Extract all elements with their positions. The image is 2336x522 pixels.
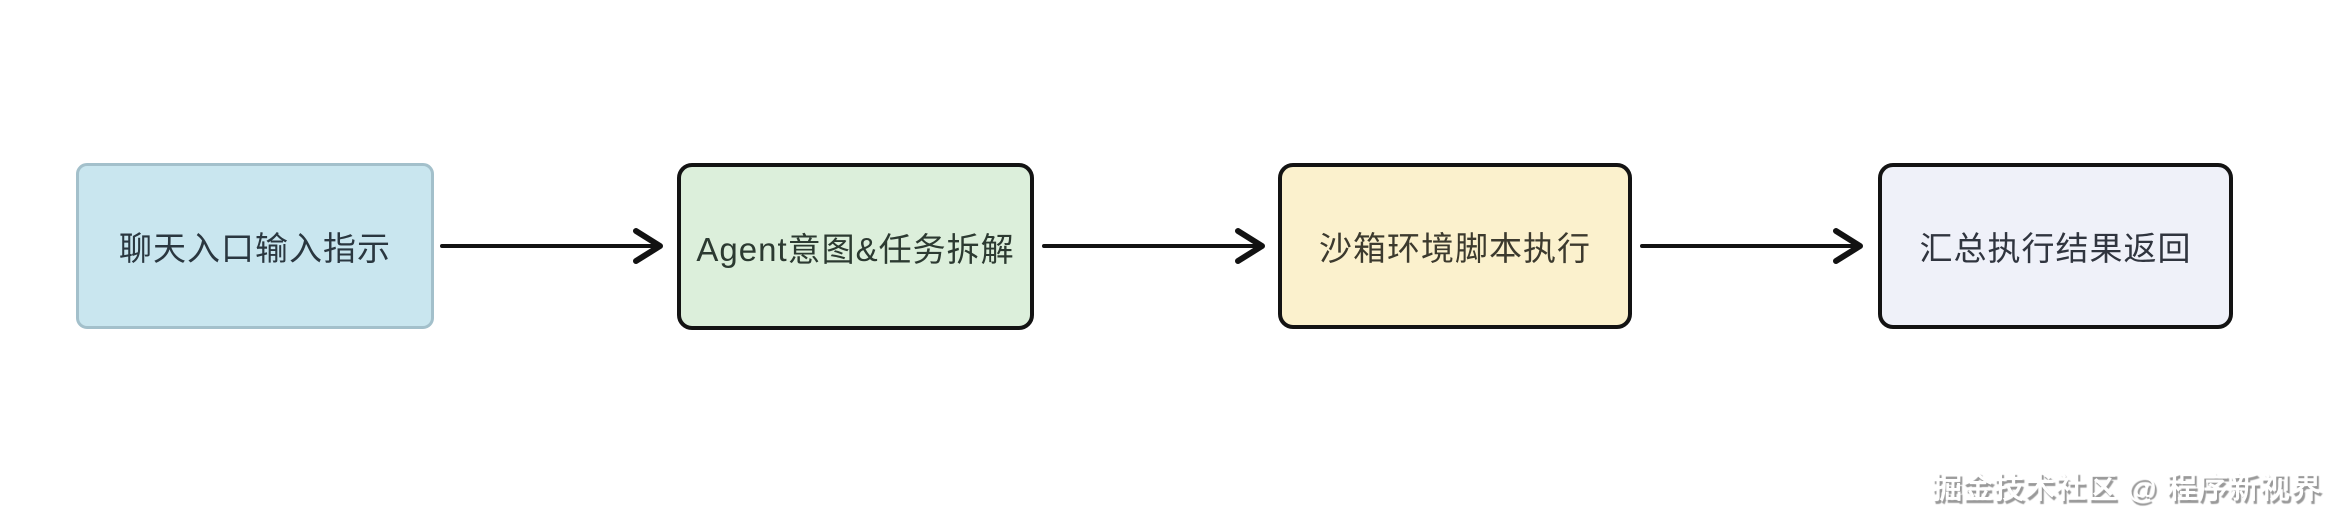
flow-node-sandbox-exec: 沙箱环境脚本执行 [1278, 163, 1632, 329]
connector-1 [438, 226, 674, 266]
flow-node-label: Agent意图&任务拆解 [696, 230, 1015, 268]
flow-node-label: 汇总执行结果返回 [1919, 230, 2192, 267]
arrow-right-icon [440, 228, 663, 264]
connector-3 [1638, 226, 1874, 266]
flow-node-chat-entry: 聊天入口输入指示 [76, 163, 434, 329]
flow-node-label: 聊天入口输入指示 [119, 230, 391, 267]
flow-node-label: 沙箱环境脚本执行 [1319, 230, 1591, 267]
arrow-right-icon [1042, 228, 1265, 264]
connector-2 [1040, 226, 1276, 266]
arrow-right-icon [1640, 228, 1863, 264]
flow-node-result-return: 汇总执行结果返回 [1878, 163, 2233, 329]
watermark-text: 掘金技术社区 @ 程序新视界 [1932, 472, 2322, 505]
flow-node-agent-intent: Agent意图&任务拆解 [677, 163, 1034, 330]
